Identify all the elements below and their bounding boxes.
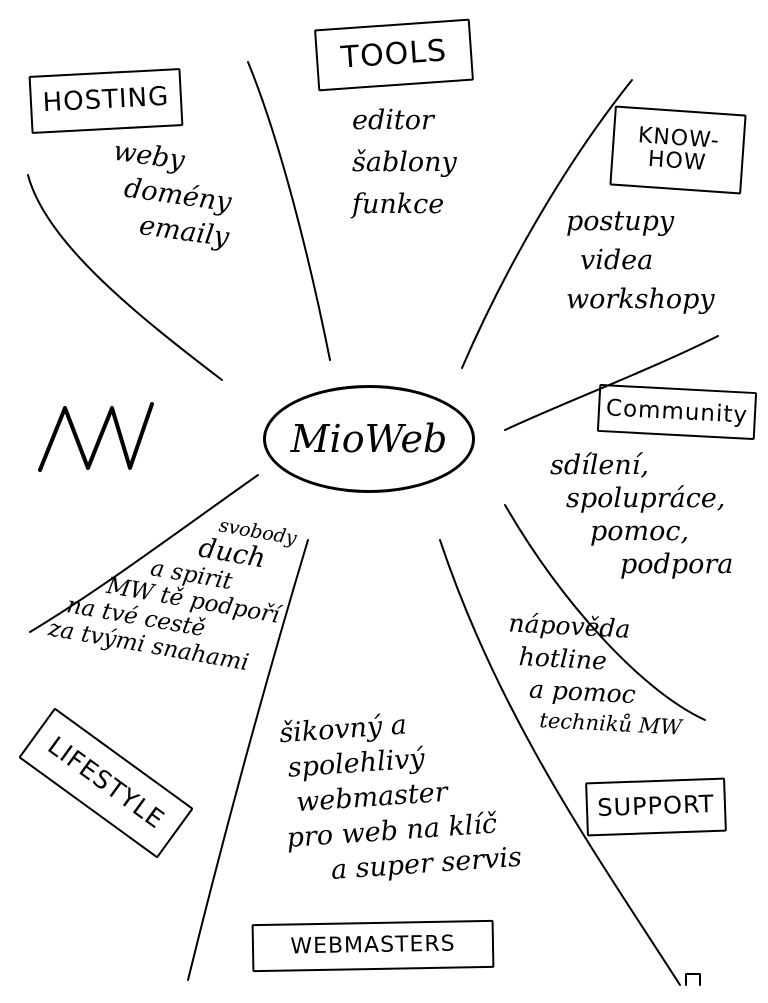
category-box-knowhow[interactable]: KNOW-HOW [609, 105, 747, 195]
connector-community [504, 335, 719, 431]
center-node-label: MioWeb [290, 417, 448, 461]
category-notes-tools: editor šablony funkce [352, 100, 457, 226]
community-item-sdileni: sdílení, [550, 450, 649, 481]
category-notes-support: nápověda hotline a pomoc techniků MW [503, 607, 688, 741]
community-item-podpora: podpora [620, 548, 734, 580]
category-box-support[interactable]: SUPPORT [585, 777, 727, 837]
center-node-mioweb[interactable]: MioWeb [263, 385, 475, 493]
category-title-community: Community [605, 395, 749, 429]
knowhow-item-workshopy: workshopy [566, 284, 715, 316]
tools-item-editor: editor [352, 105, 434, 136]
community-item-pomoc: pomoc, [590, 515, 690, 547]
community-item-spoluprace: spolupráce, [566, 482, 726, 514]
category-title-support: SUPPORT [596, 790, 716, 823]
connector-hosting [27, 174, 223, 381]
mioweb-mw-logo-icon [38, 402, 154, 472]
category-title-tools: TOOLS [339, 33, 449, 76]
category-box-tools[interactable]: TOOLS [314, 18, 474, 92]
knowhow-item-postupy: postupy [566, 206, 675, 237]
category-title-hosting: HOSTING [41, 82, 170, 119]
category-box-webmasters[interactable]: WEBMASTERS [251, 919, 495, 973]
connector-support-outer [439, 539, 681, 986]
tools-item-funkce: funkce [352, 188, 445, 220]
connector-support-inner [504, 504, 706, 721]
tools-item-sablony: šablony [352, 146, 457, 178]
category-notes-knowhow: postupy videa workshopy [566, 202, 715, 319]
category-notes-community: sdílení, spolupráce, pomoc, podpora [550, 450, 733, 582]
connector-webmasters [187, 539, 309, 981]
corner-mark [685, 973, 701, 986]
category-notes-hosting: weby domény emaily [101, 134, 241, 256]
category-title-webmasters: WEBMASTERS [290, 932, 456, 960]
connector-lifestyle [29, 474, 259, 633]
connector-knowhow [461, 79, 633, 369]
category-notes-webmasters: šikovný a spolehlivý webmaster pro web n… [278, 700, 523, 891]
category-box-community[interactable]: Community [596, 383, 758, 441]
category-box-hosting[interactable]: HOSTING [28, 68, 184, 134]
category-title-knowhow: KNOW-HOW [637, 123, 721, 176]
knowhow-item-videa: videa [580, 245, 654, 277]
connector-tools [247, 61, 331, 361]
